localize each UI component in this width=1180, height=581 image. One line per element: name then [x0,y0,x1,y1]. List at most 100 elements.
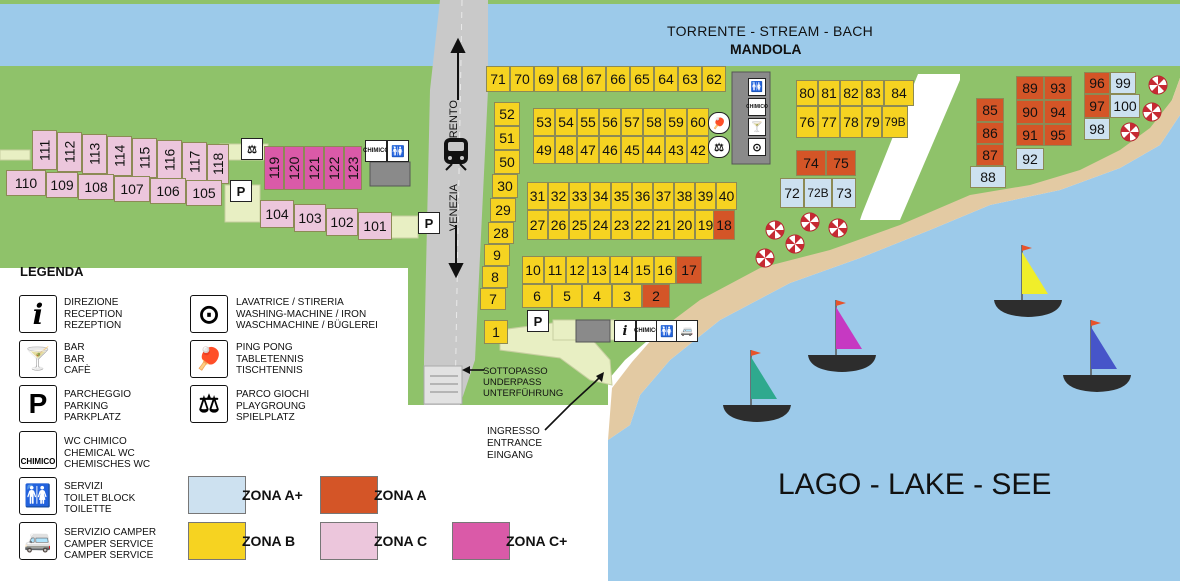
pitch[interactable]: 19 [695,210,716,240]
pitch[interactable]: 98 [1084,118,1110,140]
pitch[interactable]: 32 [548,182,569,210]
pitch[interactable]: 85 [976,98,1004,122]
pitch[interactable]: 18 [713,210,735,240]
pitch[interactable]: 105 [186,180,222,206]
pitch[interactable]: 110 [6,170,46,196]
toilet-icon[interactable]: 🚻 [387,140,409,162]
pitch[interactable]: 99 [1110,72,1136,94]
pitch[interactable]: 8 [482,266,508,288]
wc-chimico-icon[interactable]: CHIMICO [746,98,768,116]
pitch[interactable]: 119 [264,146,284,190]
playground-icon[interactable]: ⚖ [241,138,263,160]
pitch[interactable]: 12 [566,256,588,284]
pitch[interactable]: 109 [46,172,78,198]
pitch[interactable]: 38 [674,182,695,210]
pitch[interactable]: 57 [621,108,643,136]
pitch[interactable]: 47 [577,136,599,164]
pitch[interactable]: 64 [654,66,678,92]
pitch[interactable]: 35 [611,182,632,210]
pitch[interactable]: 62 [702,66,726,92]
pitch[interactable]: 25 [569,210,590,240]
wc-chimico-icon[interactable]: CHIMICO [634,320,660,342]
pitch[interactable]: 71 [486,66,510,92]
pitch[interactable]: 36 [632,182,653,210]
pitch[interactable]: 90 [1016,100,1044,124]
pitch[interactable]: 97 [1084,94,1110,118]
pitch[interactable]: 42 [687,136,709,164]
pitch[interactable]: 37 [653,182,674,210]
pitch[interactable]: 48 [555,136,577,164]
pitch[interactable]: 46 [599,136,621,164]
pitch[interactable]: 13 [588,256,610,284]
info-icon[interactable]: i [614,320,636,342]
pitch[interactable]: 39 [695,182,716,210]
pitch[interactable]: 3 [612,284,642,308]
pitch[interactable]: 16 [654,256,676,284]
pitch[interactable]: 113 [82,134,107,174]
pitch[interactable]: 9 [484,244,510,266]
pitch[interactable]: 104 [260,200,294,228]
pitch[interactable]: 51 [494,126,520,150]
pitch[interactable]: 88 [970,166,1006,188]
pitch[interactable]: 96 [1084,72,1110,94]
pitch[interactable]: 92 [1016,148,1044,170]
parking-icon[interactable]: P [418,212,440,234]
pitch[interactable]: 34 [590,182,611,210]
pitch[interactable]: 50 [494,150,520,174]
pitch[interactable]: 59 [665,108,687,136]
pitch[interactable]: 117 [182,142,207,182]
pitch[interactable]: 75 [826,150,856,176]
pitch[interactable]: 93 [1044,76,1072,100]
pitch[interactable]: 112 [57,132,82,172]
pitch[interactable]: 6 [522,284,552,308]
pitch[interactable]: 122 [324,146,344,190]
pitch[interactable]: 58 [643,108,665,136]
pitch[interactable]: 79B [882,106,908,138]
pitch[interactable]: 2 [642,284,670,308]
pitch[interactable]: 95 [1044,124,1072,146]
pitch[interactable]: 54 [555,108,577,136]
pitch[interactable]: 24 [590,210,611,240]
pitch[interactable]: 60 [687,108,709,136]
pitch[interactable]: 15 [632,256,654,284]
pitch[interactable]: 94 [1044,100,1072,124]
pitch[interactable]: 4 [582,284,612,308]
pitch[interactable]: 55 [577,108,599,136]
pitch[interactable]: 78 [840,106,862,138]
pitch[interactable]: 79 [862,106,882,138]
pitch[interactable]: 72 [780,178,804,208]
pitch[interactable]: 72B [804,178,832,208]
pitch[interactable]: 70 [510,66,534,92]
pitch[interactable]: 68 [558,66,582,92]
pitch[interactable]: 56 [599,108,621,136]
pitch[interactable]: 100 [1110,94,1140,118]
pitch[interactable]: 21 [653,210,674,240]
pitch[interactable]: 1 [484,320,508,344]
pitch[interactable]: 43 [665,136,687,164]
pitch[interactable]: 27 [527,210,548,240]
pitch[interactable]: 22 [632,210,653,240]
pitch[interactable]: 67 [582,66,606,92]
pitch[interactable]: 116 [157,140,182,180]
pitch[interactable]: 120 [284,146,304,190]
pitch[interactable]: 53 [533,108,555,136]
pitch[interactable]: 69 [534,66,558,92]
pitch[interactable]: 86 [976,122,1004,144]
pitch[interactable]: 114 [107,136,132,176]
pitch[interactable]: 29 [490,198,516,222]
pitch[interactable]: 52 [494,102,520,126]
pitch[interactable]: 115 [132,138,157,178]
playground-icon[interactable]: ⚖ [708,136,730,158]
pitch[interactable]: 66 [606,66,630,92]
pitch[interactable]: 108 [78,174,114,200]
pitch[interactable]: 44 [643,136,665,164]
pitch[interactable]: 10 [522,256,544,284]
pitch[interactable]: 40 [716,182,737,210]
pitch[interactable]: 5 [552,284,582,308]
pitch[interactable]: 30 [492,174,518,198]
toilet-icon[interactable]: 🚻 [748,78,766,96]
pitch[interactable]: 17 [676,256,702,284]
pitch[interactable]: 106 [150,178,186,204]
pitch[interactable]: 31 [527,182,548,210]
pitch[interactable]: 74 [796,150,826,176]
